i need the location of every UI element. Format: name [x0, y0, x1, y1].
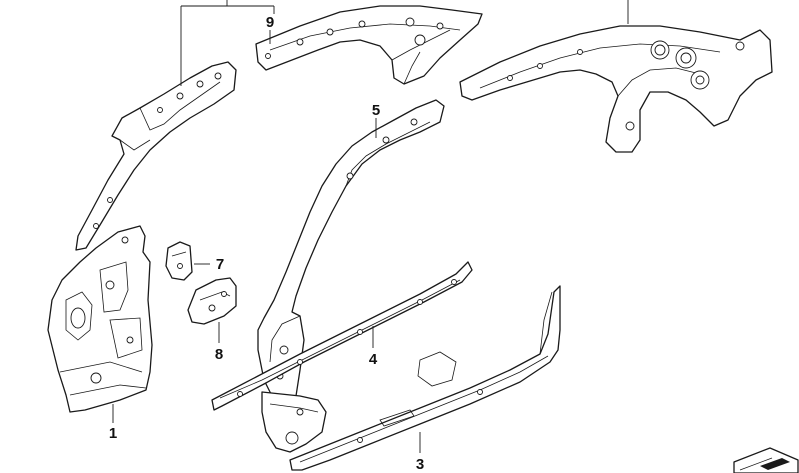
- callout-7: 7: [216, 256, 224, 273]
- callout-9: 9: [266, 14, 274, 31]
- part-7-bracket: [165, 241, 193, 281]
- part-8-mounting-bracket: [187, 277, 237, 325]
- leader-lines: [112, 0, 629, 453]
- part-1-a-pillar-lower: [47, 225, 153, 413]
- b-pillar-lower-section: [261, 391, 327, 453]
- upper-a-pillar-reinforcement: [75, 61, 237, 251]
- callout-4: 4: [369, 351, 378, 368]
- part-3-outer-side-sill: [289, 285, 561, 471]
- callout-labels: 1 3 4 5 7 8 9: [109, 14, 424, 473]
- part-5-a-pillar-roof-rail: [257, 99, 445, 403]
- catalog-sheet-icon: [733, 447, 799, 473]
- rear-side-frame-assembly: [459, 25, 773, 153]
- part-9-rear-wheelhouse-inner: [255, 5, 483, 85]
- callout-1: 1: [109, 425, 117, 442]
- part-4-sill-reinforcement: [211, 261, 473, 411]
- callout-3: 3: [416, 456, 424, 473]
- callout-8: 8: [215, 346, 223, 363]
- callout-5: 5: [372, 102, 380, 119]
